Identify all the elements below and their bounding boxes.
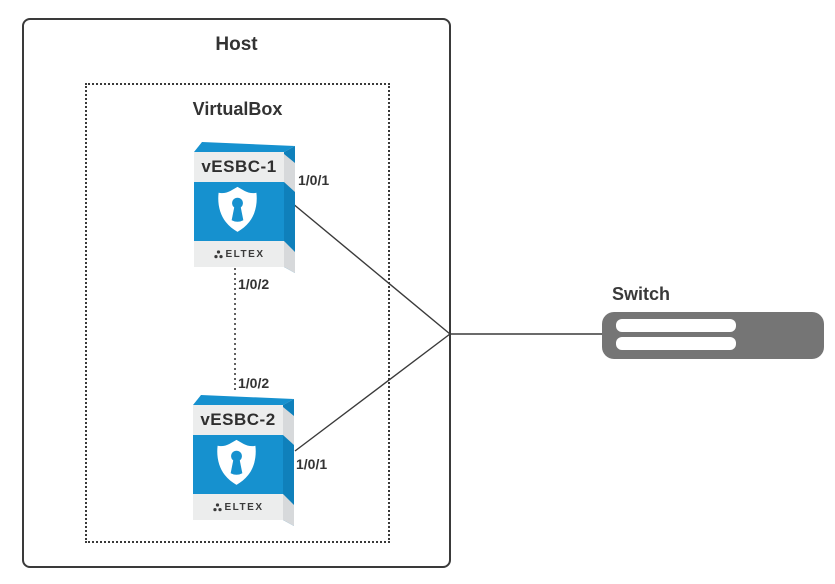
eltex-logo-icon [212, 502, 222, 511]
port-label-vesbc1-uplink: 1/0/1 [298, 172, 330, 188]
brand-label: ELTEX [225, 248, 265, 260]
port-label-vesbc1-interlink: 1/0/2 [238, 276, 270, 292]
device-name-label: vESBC-2 [200, 410, 276, 429]
eltex-logo-icon [213, 249, 223, 258]
device-box-3d [193, 395, 294, 526]
device-vesbc-2: vESBC-2 ELTEX [190, 391, 296, 529]
device-box-3d [194, 142, 295, 273]
virtualbox-label: VirtualBox [192, 99, 283, 119]
port-label-vesbc2-uplink: 1/0/1 [296, 456, 328, 472]
switch-label: Switch [612, 284, 671, 304]
shield-keyhole-icon [217, 439, 256, 485]
host-label: Host [215, 34, 258, 55]
brand-badge: ELTEX [193, 495, 283, 519]
port-label-vesbc2-interlink: 1/0/2 [238, 375, 270, 391]
device-vesbc-1: vESBC-1 ELTEX [191, 138, 297, 276]
device-name-label: vESBC-1 [201, 157, 277, 176]
shield-keyhole-icon [218, 186, 257, 232]
brand-badge: ELTEX [194, 242, 284, 266]
switch-port-bar [616, 319, 736, 332]
brand-label: ELTEX [224, 501, 264, 513]
switch-port-bar [616, 337, 736, 350]
switch-chassis [602, 312, 824, 359]
